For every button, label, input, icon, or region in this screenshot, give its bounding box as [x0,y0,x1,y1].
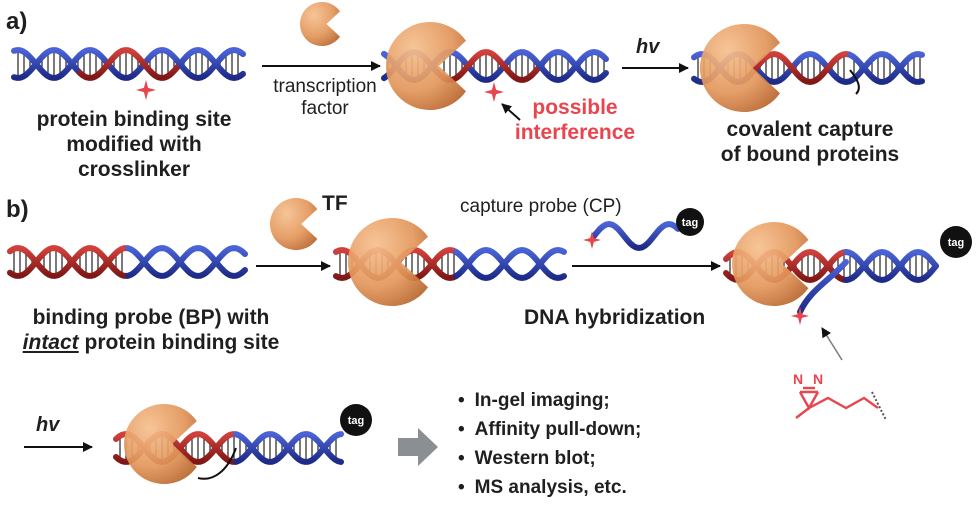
capture-probe-strand [197,69,860,480]
dna-strand [747,50,852,86]
transcription-factor-icons [124,1,809,485]
caption-line: of bound proteins [720,142,900,166]
tf-icon-free [299,1,340,46]
dna-strand [77,47,182,81]
dna-strand [453,246,567,282]
covalent-capture-caption: covalent capture of bound proteins [700,118,920,168]
tf-icon-free-b [269,198,318,250]
dna-hybridization-label: DNA hybridization [524,306,706,329]
crosslink-bond [849,69,860,95]
tf-label: TF [322,192,348,215]
dna-strand [177,46,246,82]
caption-line: factor [301,98,349,120]
dna-strand [747,50,852,86]
dna-strand [11,47,83,81]
dna-strand [7,245,130,279]
tag-badge-cp [676,208,704,236]
hv-label-b: hv [36,414,60,436]
crosslinker-star-icon [791,307,809,325]
tf-icon-captured [699,23,780,112]
dna-strand [453,246,567,282]
tf-icon-bound-b [347,218,428,307]
applications-list: In-gel imaging; Affinity pull-down; West… [458,386,642,502]
caption-line: intact protein binding site [6,331,296,356]
dna-strand [847,51,925,85]
dna-strand [125,245,248,279]
caption-line: crosslinker [77,157,191,181]
tf-icon-bound [385,21,466,110]
tag-badge-final [340,404,372,436]
dna-strand [77,47,182,81]
diazirine-n-left: N [793,371,803,387]
caption-line: interference [514,120,636,144]
binding-probe-dna [7,245,248,279]
dna-strand [233,431,344,465]
crosslinker-star-icon [484,82,504,102]
caption-rest: protein binding site [78,330,280,354]
tag-label: tag [948,237,965,249]
application-item: MS analysis, etc. [458,473,641,502]
caption-line: covalent capture [726,118,894,141]
dna-strand [437,49,542,83]
dna-strand [11,47,83,81]
application-item: Affinity pull-down; [458,415,642,444]
gray-block-arrow [398,428,438,466]
tag-badges: tag tag tag [340,208,972,436]
diazirine-n-right: N [813,371,823,387]
hv-label-a: hv [636,36,660,58]
application-item: In-gel imaging; [458,386,641,415]
tag-badge-complex [940,226,972,258]
dna-strand [847,51,925,85]
caption-line: modified with [66,132,202,156]
dna-duplex-with-crosslinker [11,46,246,82]
panel-b-label: b) [6,196,29,223]
caption-line: protein binding site [36,108,232,131]
dna-strand [537,48,609,84]
binding-probe-caption: binding probe (BP) with intact protein b… [6,306,296,356]
binding-site-caption: protein binding site modified with cross… [14,108,254,182]
probe-tail [797,259,849,315]
dna-strand [177,46,246,82]
crosslinker-star-icon [136,80,156,100]
tag-label: tag [348,415,365,427]
capture-probe-ssdna [591,220,681,252]
application-item: Western blot; [458,444,641,473]
transcription-factor-caption: transcription factor [256,76,394,121]
caption-line: possible [532,96,618,119]
tf-icon-crosslinked [124,403,197,485]
caption-line: transcription [273,76,377,97]
tag-label: tag [682,217,699,229]
wavy-bond-hatch [871,391,887,421]
crosslinker-star-icons [136,80,809,325]
dna-strand [125,245,248,279]
intact-word: intact [22,330,79,354]
arrow-interference-pointer [501,103,521,121]
dna-strand [537,48,609,84]
crosslinker-star-icon [583,231,601,249]
dna-strand [437,49,542,83]
diazirine-structure [795,386,879,419]
tf-icon-complex [732,222,809,306]
caption-line: binding probe (BP) with [32,306,270,329]
panel-a-label: a) [6,8,28,35]
dna-strand [843,248,939,284]
capture-probe-title: capture probe (CP) [460,196,622,217]
possible-interference-label: possible interference [500,96,650,146]
crosslink-bond [197,447,237,480]
arrow-diazirine-pointer [821,327,843,361]
dna-strand [843,248,939,284]
